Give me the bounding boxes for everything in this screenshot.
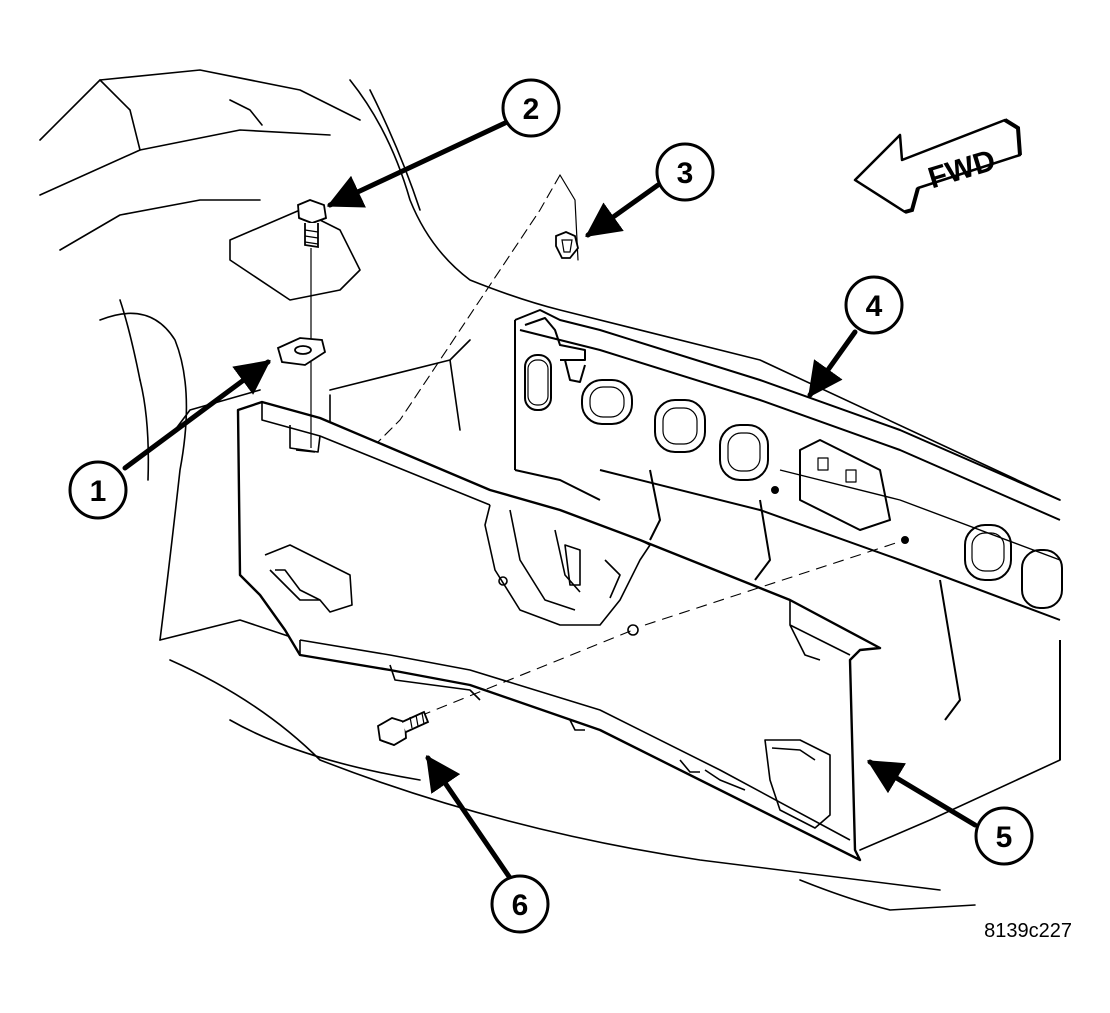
rear-panel-crossmember xyxy=(514,309,1063,760)
callout-2: 2 xyxy=(501,78,561,138)
callout-5: 5 xyxy=(974,806,1034,866)
callout-3: 3 xyxy=(655,142,715,202)
callout-4-label: 4 xyxy=(866,290,883,323)
bolt-fastener-lower xyxy=(377,710,430,746)
callout-6: 6 xyxy=(490,874,550,934)
figure-code: 8139c227 xyxy=(984,920,1072,942)
callout-1-label: 1 xyxy=(90,475,107,508)
leader-arrow-5 xyxy=(866,759,978,828)
callout-4: 4 xyxy=(844,275,904,335)
callout-5-label: 5 xyxy=(996,821,1013,854)
leader-arrow-4 xyxy=(807,329,858,398)
retainer-washer xyxy=(276,337,327,366)
push-pin-clip xyxy=(555,231,579,259)
callout-2-label: 2 xyxy=(523,93,540,126)
leader-arrow-1 xyxy=(122,359,271,471)
leader-arrow-6 xyxy=(425,755,513,881)
forward-direction-arrow: FWD xyxy=(853,118,1022,214)
trunk-trim-panel xyxy=(236,400,882,862)
bolt-fastener-upper xyxy=(297,199,328,448)
trim-panel-details xyxy=(261,402,906,841)
leader-arrows xyxy=(122,120,978,881)
leader-arrow-3 xyxy=(585,182,661,238)
callout-3-label: 3 xyxy=(677,157,694,190)
callout-1: 1 xyxy=(68,460,128,520)
callout-6-label: 6 xyxy=(512,889,529,922)
leader-arrow-2 xyxy=(326,120,508,208)
